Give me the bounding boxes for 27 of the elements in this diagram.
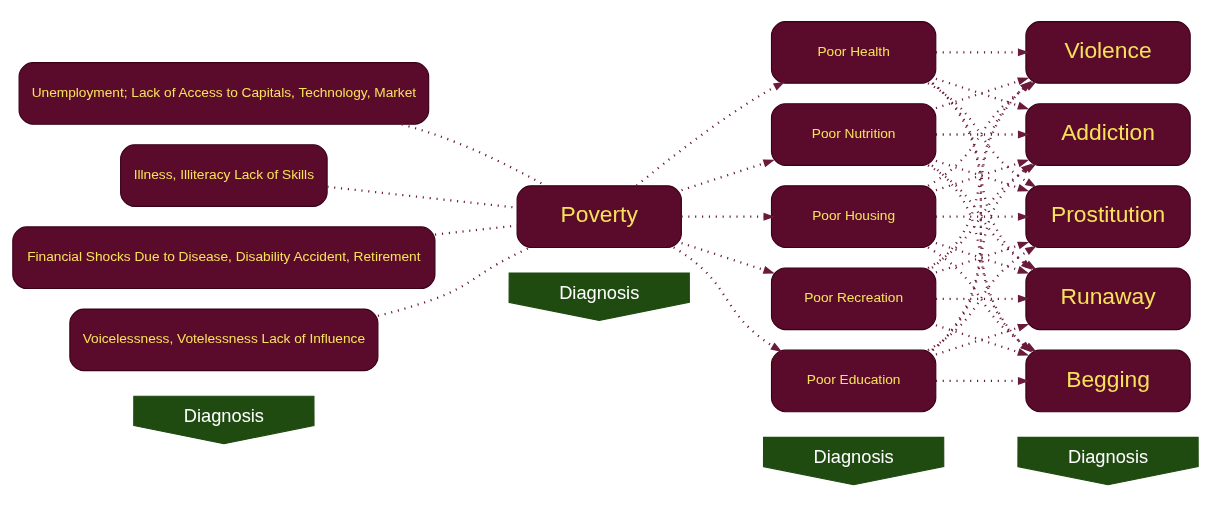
arrow: [681, 159, 775, 191]
node-box: Begging: [1025, 349, 1191, 412]
node-box: Prostitution: [1025, 184, 1191, 248]
node-box: Financial Shocks Due to Disease, Disability Accident, Retirement: [12, 225, 436, 289]
node-box: Poverty: [516, 184, 682, 248]
arrow: [681, 241, 775, 274]
node-box: Voicelessness, Votelessness Lack of Influence: [69, 308, 379, 371]
node-box: Illness, Illiteracy Lack of Skills: [120, 143, 328, 207]
node-box: Poor Education: [770, 349, 937, 412]
node-box: Addiction: [1025, 102, 1191, 166]
arrow: [935, 47, 1030, 56]
arrow: [935, 212, 1030, 221]
arrow: [673, 246, 783, 352]
arrow: [935, 294, 1030, 303]
arrow: [935, 323, 1030, 356]
node-box: Poor Health: [770, 20, 937, 84]
node-box: Runaway: [1025, 266, 1191, 330]
node-box: Violence: [1025, 20, 1191, 84]
arrow: [935, 376, 1030, 385]
connector: [377, 246, 531, 317]
node-box: Poor Recreation: [770, 266, 937, 330]
arrow: [635, 81, 785, 186]
arrow: [681, 212, 775, 221]
arrow: [935, 130, 1030, 138]
node-box: Unemployment; Lack of Access to Capitals, Technology, Market: [18, 61, 430, 125]
node-box: Poor Nutrition: [770, 102, 937, 166]
node-box: Poor Housing: [770, 184, 937, 248]
